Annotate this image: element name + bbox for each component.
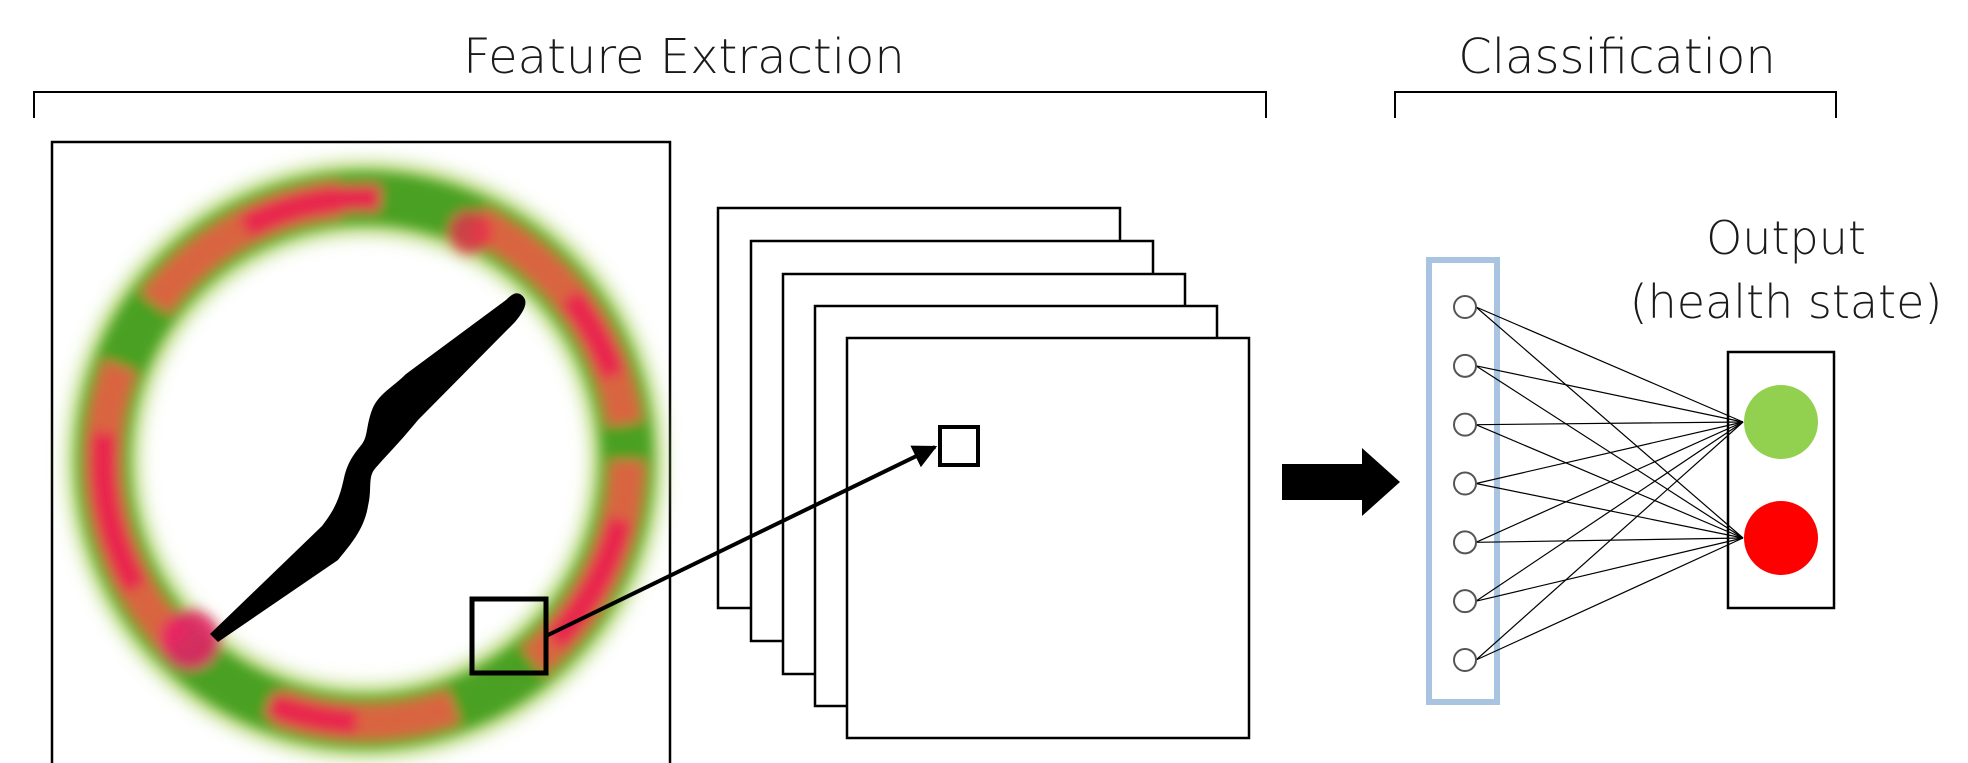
output-subtitle: (health state) (1630, 275, 1943, 329)
convolution-arrow (545, 445, 938, 638)
connection-line (1475, 421, 1744, 602)
input-nodes (1453, 295, 1477, 672)
connection-line (1475, 306, 1744, 539)
heatmap-ring (67, 162, 663, 758)
output-node-faulty (1744, 501, 1818, 575)
output-title: Output (1706, 211, 1866, 265)
feature-map (845, 336, 1251, 740)
connection-line (1475, 421, 1744, 426)
classification-bracket (1394, 91, 1837, 118)
input-node (1453, 530, 1477, 555)
feature-cell-box (938, 425, 980, 467)
output-nodes (1744, 385, 1818, 575)
input-node (1453, 648, 1477, 672)
input-node (1453, 589, 1477, 614)
feature-extraction-bracket (33, 91, 1267, 118)
connection-line (1475, 537, 1744, 661)
propeller-icon (210, 293, 526, 642)
input-node (1453, 412, 1477, 437)
input-node (1453, 353, 1477, 378)
input-node (1453, 471, 1477, 496)
flow-arrow-icon (1282, 448, 1400, 516)
input-layer-box (1426, 257, 1500, 705)
connection-line (1475, 421, 1744, 543)
connection-line (1475, 421, 1744, 661)
connection-line (1475, 537, 1744, 543)
connection-line (1475, 482, 1744, 539)
connection-line (1475, 306, 1744, 423)
connection-lines (1475, 306, 1744, 661)
connection-line (1475, 421, 1744, 485)
feature-extraction-title: Feature Extraction (463, 29, 905, 85)
feature-map-stack (716, 206, 1251, 740)
connection-line (1475, 424, 1744, 539)
classification-title: Classification (1458, 29, 1776, 85)
connection-line (1475, 365, 1744, 423)
connection-line (1475, 537, 1744, 602)
connection-line (1475, 365, 1744, 539)
propeller-hub (356, 447, 376, 467)
output-node-healthy (1744, 385, 1818, 459)
input-node (1453, 295, 1477, 319)
